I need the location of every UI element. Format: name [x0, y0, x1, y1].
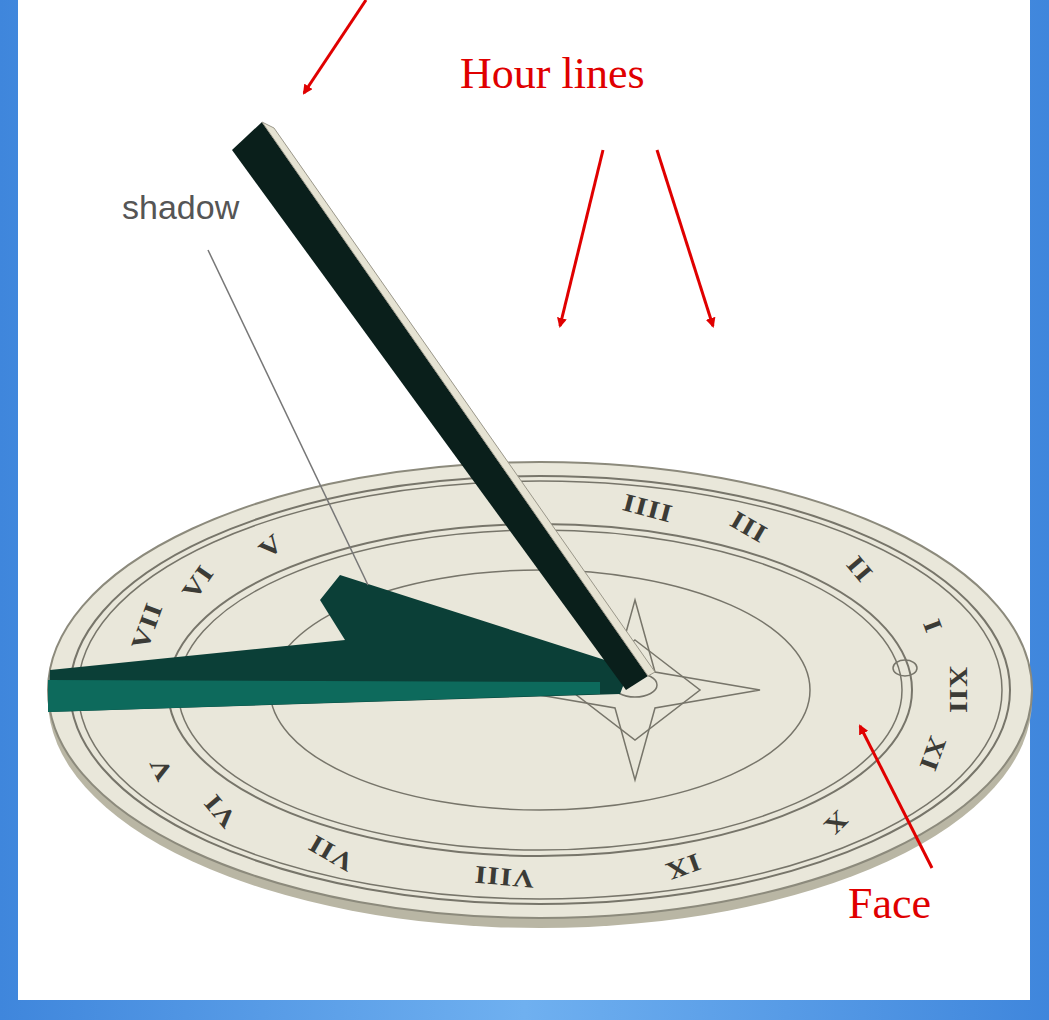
callout-label: Hour lines — [460, 48, 645, 99]
callout-label: Face — [848, 878, 931, 929]
hour-numeral: VIII — [472, 860, 535, 894]
callout-label: shadow — [122, 188, 239, 227]
hour-numeral: XII — [944, 666, 973, 714]
